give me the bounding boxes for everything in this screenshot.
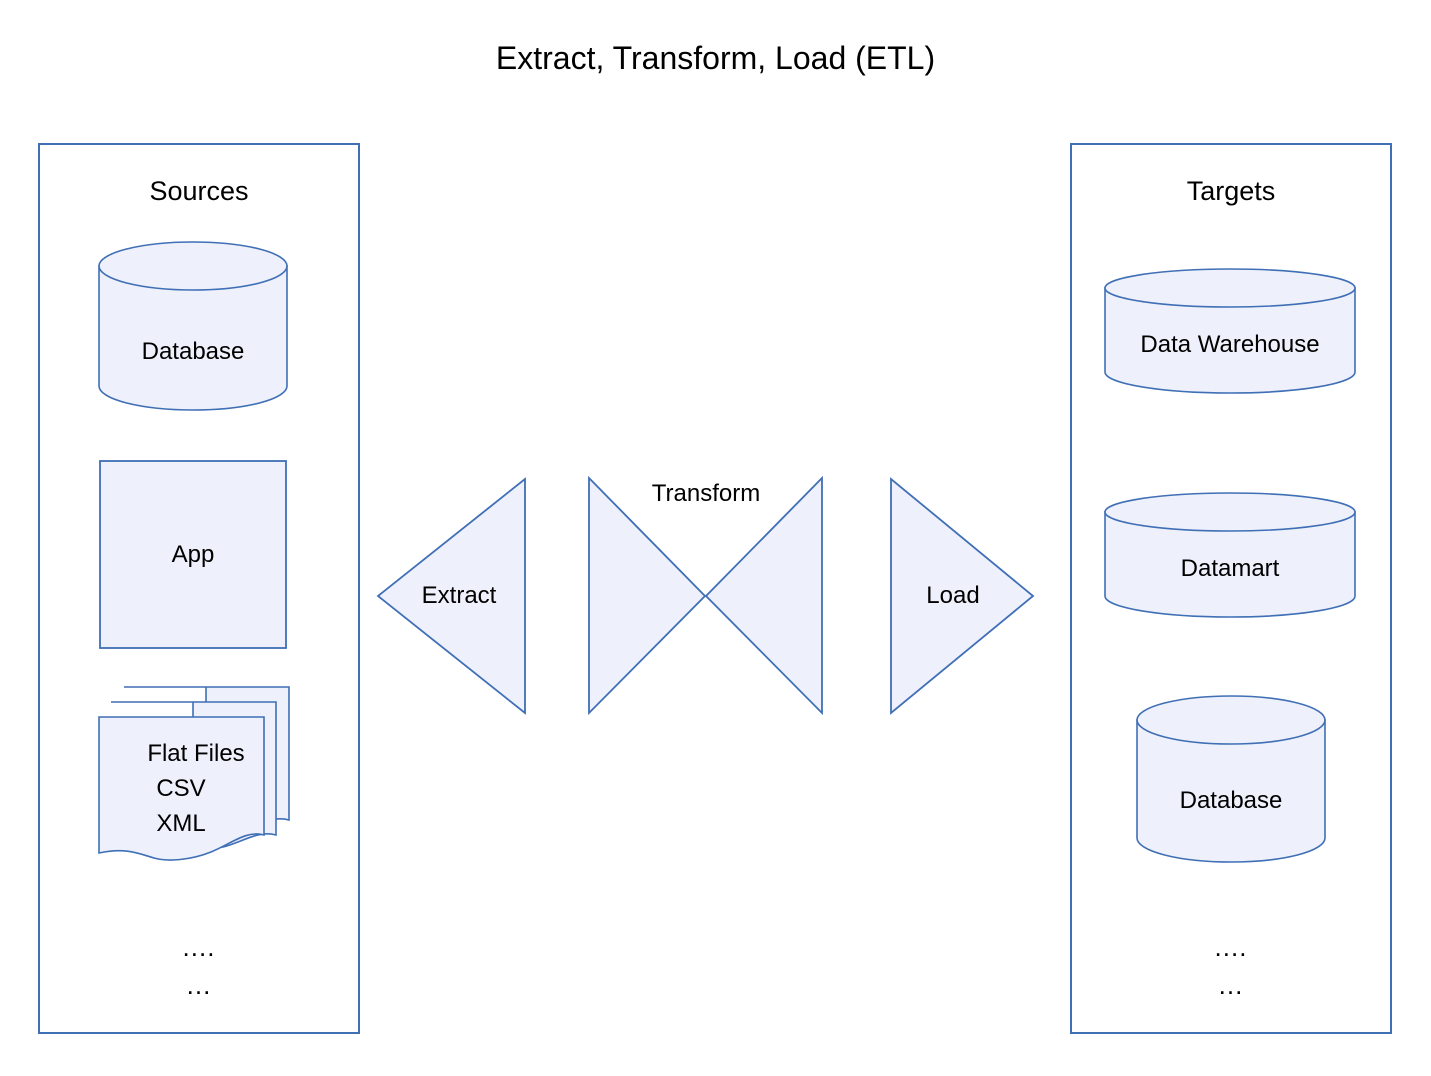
page-title: Extract, Transform, Load (ETL): [495, 40, 936, 76]
flow-step-extract[interactable]: Extract: [376, 477, 528, 715]
flow-step-extract-label: Extract: [421, 582, 497, 609]
flow-step-transform[interactable]: Transform: [586, 475, 826, 716]
source-node-flat-files[interactable]: Flat Files CSV XML: [96, 684, 296, 866]
cylinder-icon: [1136, 695, 1326, 863]
source-node-database[interactable]: Database: [97, 240, 289, 412]
rectangle-icon: [99, 460, 287, 649]
triangle-left-icon: [376, 477, 526, 715]
triangle-right-icon: [890, 477, 1035, 715]
target-node-database[interactable]: Database: [1135, 694, 1327, 864]
sources-group-title: Sources: [149, 176, 249, 206]
stacked-documents-icon: [98, 686, 290, 861]
flow-step-transform-label: Transform: [651, 480, 761, 507]
cylinder-flat-icon: [1104, 492, 1356, 618]
target-node-datamart[interactable]: Datamart: [1103, 492, 1357, 620]
cylinder-icon: [98, 241, 288, 411]
flow-step-load-label: Load: [926, 582, 980, 609]
targets-ellipsis-line2: ...: [1218, 970, 1244, 1000]
sources-ellipsis-line2: ...: [186, 970, 212, 1000]
flow-step-load[interactable]: Load: [888, 477, 1036, 715]
source-node-app[interactable]: App: [99, 460, 287, 649]
hourglass-icon: [588, 475, 823, 716]
target-node-data-warehouse[interactable]: Data Warehouse: [1103, 268, 1357, 396]
sources-ellipsis-line1: ....: [182, 932, 216, 962]
targets-group-title: Targets: [1186, 176, 1276, 206]
targets-ellipsis-line1: ....: [1214, 932, 1248, 962]
cylinder-flat-icon: [1104, 268, 1356, 394]
